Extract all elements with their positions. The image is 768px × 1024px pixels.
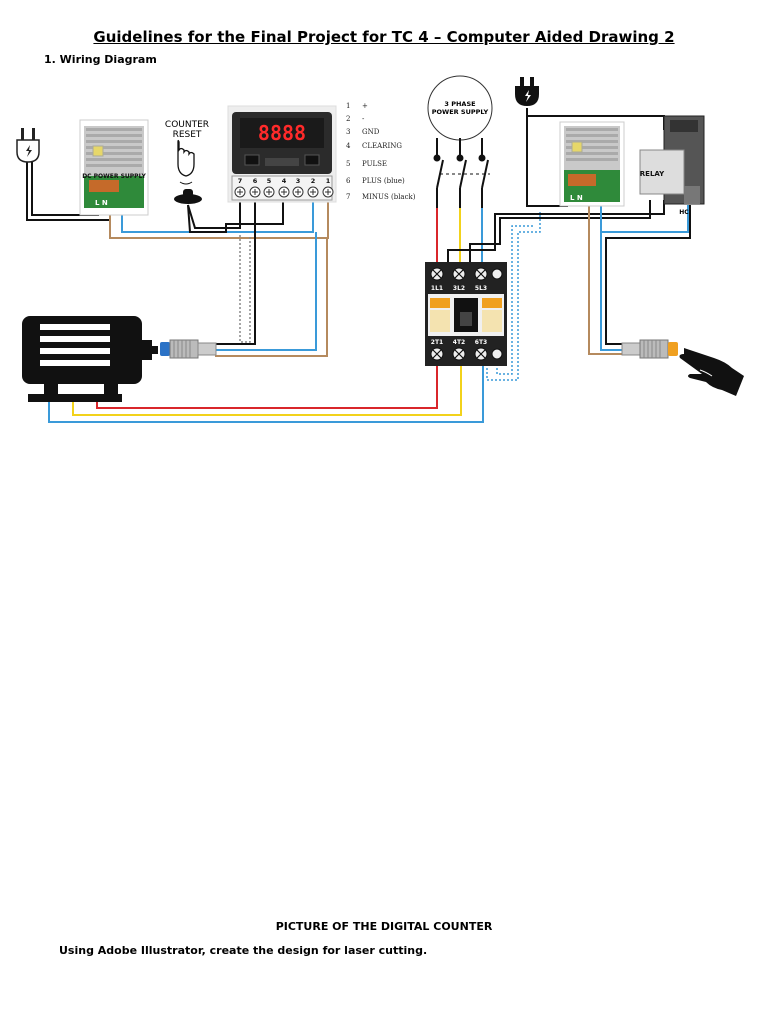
wire-black-right-sensor [605,205,691,345]
motor-icon [22,316,158,402]
instruction-text: Using Adobe Illustrator, create the desi… [59,944,428,957]
picture-caption: PICTURE OF THE DIGITAL COUNTER [275,920,493,933]
legend-num: 6 [346,177,351,185]
wire-blue-motor [48,365,484,423]
wire-black-contactor-relay [447,200,665,262]
terminal-number: 7 [238,177,243,185]
three-phase-label-2: POWER SUPPLY [432,108,489,116]
contactor-bottom-label: 2T1 [431,339,443,346]
wire-yellow-motor [72,365,462,416]
document-title: Guidelines for the Final Project for TC … [93,28,675,46]
contactor: 1L1 3L2 5L3 2T1 4T2 6T3 [425,262,507,366]
contactor-top-label: 1L1 [431,285,443,292]
psu-terminals-label: L N [570,194,583,202]
contactor-top-label: 5L3 [475,285,487,292]
psu-terminals-label: L N [95,199,108,207]
terminal-number: 1 [326,177,331,185]
legend-text: CLEARING [362,142,402,150]
contactor-top-label: 3L2 [453,285,465,292]
wire-dotted-blue-2 [496,225,534,375]
wire-dotted-blue [486,212,541,381]
right-dc-power-supply: L N [559,121,625,207]
wire-dotted-gray [239,235,251,343]
terminal-number: 3 [296,177,301,185]
terminal-number: 2 [311,177,316,185]
wire-black-reset-1 [187,200,241,229]
three-phase-power-supply: 3 PHASE POWER SUPPLY [427,75,493,208]
right-power-plug [515,77,539,106]
section-heading-wiring-diagram: 1. Wiring Diagram [44,53,157,66]
terminal-number: 5 [267,177,272,185]
legend-text: + [362,102,368,110]
wire-brown-right-sensor [588,205,625,355]
legend-num: 7 [346,193,350,201]
wire-black-left-sensor [215,200,256,345]
wire-brown-psu-counter [109,200,329,239]
wires [26,108,691,423]
left-dc-power-supply: DC POWER SUPPLY L N [79,119,149,216]
legend-text: MINUS (black) [362,193,416,201]
legend-text: PLUS (blue) [362,177,405,185]
hand-icon [679,348,744,396]
left-power-plug [16,128,40,163]
legend-num: 2 [346,115,350,123]
legend-text: GND [362,128,380,136]
three-phase-switch [433,138,490,208]
legend-num: 5 [346,160,350,168]
counter-reset-label-1: COUNTER [165,120,209,130]
digital-counter: 8888 7 6 5 4 3 2 1 [227,105,337,203]
relay-label: RELAY [640,170,665,178]
legend-num: 1 [346,102,350,110]
pointing-hand-icon [177,139,195,177]
wire-blue-right-sensor [600,205,689,233]
wiring-diagram: DC POWER SUPPLY L N COUNTER RESET 8888 [16,75,744,423]
legend-text: PULSE [362,160,387,168]
dc-power-supply-label: DC POWER SUPPLY [82,173,146,180]
contactor-bottom-label: 6T3 [475,339,487,346]
counter-reset: COUNTER RESET [165,120,209,204]
legend-text: - [362,115,365,123]
wire-black-contactor-relay-2 [469,200,651,262]
wire-black-reset-2 [187,200,284,233]
counter-display: 8888 [258,121,306,145]
counter-reset-label-2: RESET [173,130,202,140]
contactor-bottom-label: 4T2 [453,339,465,346]
wire-blue-left-sensor [215,232,317,351]
relay-terminal-label: HC [679,209,689,216]
terminal-legend: 1 + 2 - 3 GND 4 CLEARING 5 PULSE 6 PLUS (blue)… [346,102,416,201]
relay: RELAY HC [639,115,705,216]
left-proximity-sensor [160,339,217,359]
terminal-number: 6 [253,177,258,185]
three-phase-label-1: 3 PHASE [444,100,475,108]
legend-num: 3 [346,128,350,136]
wire-blue-right-sensor-2 [600,232,625,351]
terminal-number: 4 [282,177,287,185]
right-proximity-sensor [621,339,678,359]
wire-brown-left-sensor [215,238,328,357]
legend-num: 4 [346,142,351,150]
wire-black-right-plug-2 [526,108,568,207]
reset-button-icon [174,194,202,204]
wire-red-motor [96,365,438,409]
